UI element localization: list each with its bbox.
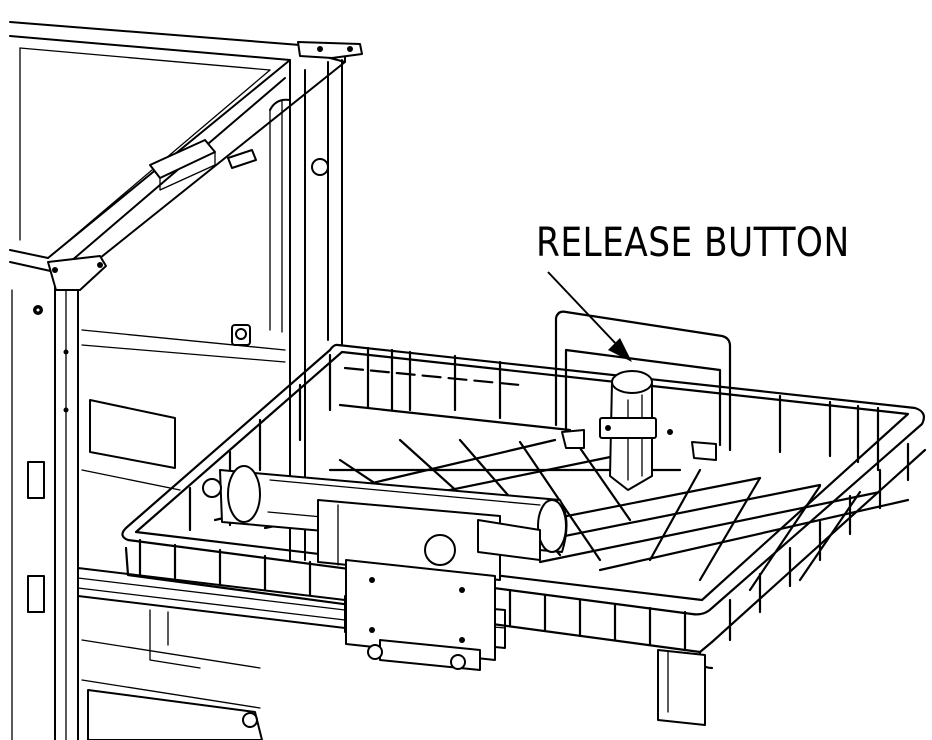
release-assembly bbox=[202, 310, 732, 671]
release-button-label: RELEASE BUTTON bbox=[536, 220, 850, 266]
callout-arrow bbox=[547, 271, 632, 362]
cabinet-frame bbox=[9, 21, 363, 740]
